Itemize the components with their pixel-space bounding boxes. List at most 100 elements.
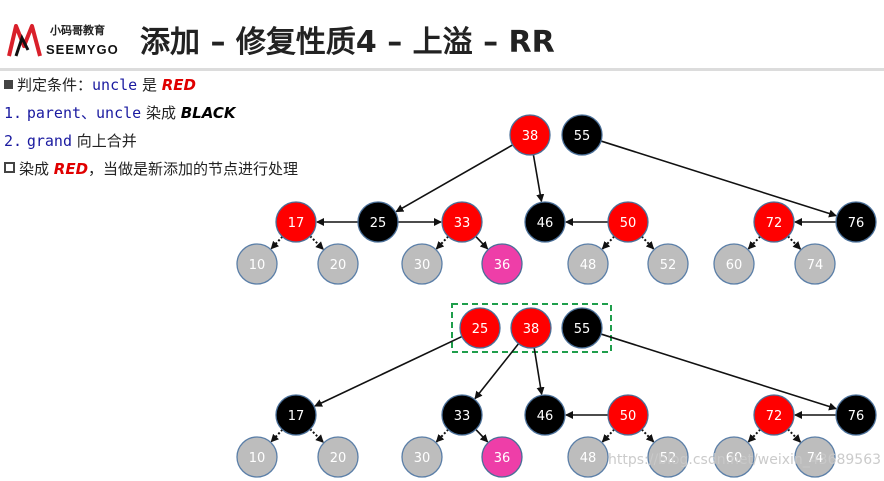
node-label: 25 [370, 216, 387, 231]
node-label: 36 [494, 258, 511, 273]
tree-node-38: 38 [510, 307, 552, 349]
node-circle [561, 114, 603, 156]
step-2: 2. grand 向上合并 [4, 130, 137, 151]
watermark-text: https://blog.csdn.net/weixin_43689563 [608, 452, 882, 468]
tree-edge [309, 235, 324, 250]
tree-edge [641, 235, 655, 250]
tree-node-36: 36 [481, 243, 523, 285]
node-circle [607, 201, 649, 243]
node-circle [510, 307, 552, 349]
tree-edge [787, 428, 802, 443]
tree-node-20: 20 [317, 436, 359, 478]
tree-node-46: 46 [524, 201, 566, 243]
tree-node-72: 72 [753, 394, 795, 436]
node-circle [401, 436, 443, 478]
node-label: 10 [249, 258, 266, 273]
node-circle [753, 201, 795, 243]
node-label: 76 [848, 409, 865, 424]
tree-node-30: 30 [401, 243, 443, 285]
node-circle [835, 201, 877, 243]
node-label: 17 [288, 409, 305, 424]
tree-edge [435, 235, 449, 250]
condition-prefix: 判定条件： [17, 76, 93, 94]
node-label: 55 [574, 129, 591, 144]
condition-emph: RED [161, 76, 196, 94]
condition-mid: 是 [137, 76, 162, 94]
tree-edge [270, 235, 284, 250]
logo-mark-icon [7, 24, 42, 57]
tree-node-10: 10 [236, 243, 278, 285]
node-label: 30 [414, 258, 431, 273]
bullet-recolor: 染成 RED，当做是新添加的节点进行处理 [4, 158, 298, 179]
node-circle [401, 243, 443, 285]
bullet-condition: 判定条件：uncle 是 RED [4, 74, 196, 95]
square-bullet-icon [4, 80, 13, 89]
node-circle [481, 243, 523, 285]
tree-node-52: 52 [647, 436, 689, 478]
node-label: 48 [580, 451, 597, 466]
tree-edge [532, 154, 545, 203]
tree-edge [474, 343, 520, 400]
node-label: 72 [766, 409, 783, 424]
node-circle [317, 243, 359, 285]
tree-edge [435, 428, 449, 443]
tree-edge [475, 235, 489, 250]
node-label: 60 [726, 451, 743, 466]
tree-node-50: 50 [607, 394, 649, 436]
tree-edge [787, 235, 802, 250]
tree-node-46: 46 [524, 394, 566, 436]
tree-node-50: 50 [607, 201, 649, 243]
tree-edge [533, 347, 545, 396]
node-circle [835, 394, 877, 436]
node-label: 52 [660, 451, 677, 466]
node-circle [481, 436, 523, 478]
seemygo-logo: 小码哥教育 SEEMYGO [6, 20, 124, 60]
node-label: 50 [620, 409, 637, 424]
node-label: 33 [454, 409, 471, 424]
node-label: 38 [523, 322, 540, 337]
tree-node-33: 33 [441, 394, 483, 436]
condition-code: uncle [92, 76, 138, 94]
tree-node-48: 48 [567, 436, 609, 478]
step-1-emph: BLACK [180, 104, 236, 122]
tree-edge [747, 235, 761, 250]
tree-node-74: 74 [794, 436, 836, 478]
hollow-square-bullet-icon [4, 162, 15, 173]
tree-node-36: 36 [481, 436, 523, 478]
node-circle [561, 307, 603, 349]
node-circle [713, 436, 755, 478]
node-label: 48 [580, 258, 597, 273]
node-circle [441, 201, 483, 243]
node-label: 46 [537, 216, 554, 231]
node-label: 76 [848, 216, 865, 231]
tree-edge [641, 428, 655, 443]
tree-edge [309, 428, 324, 443]
tree-edge [395, 144, 514, 213]
step-2-code: grand [26, 132, 72, 150]
tree-node-55: 55 [561, 114, 603, 156]
node-circle [441, 394, 483, 436]
node-circle [236, 436, 278, 478]
step-1-mid: 染成 [141, 104, 181, 122]
tree-edge [747, 428, 761, 443]
node-label: 38 [522, 129, 539, 144]
node-label: 74 [807, 258, 824, 273]
node-circle [567, 243, 609, 285]
node-circle [647, 436, 689, 478]
tree-node-33: 33 [441, 201, 483, 243]
node-circle [753, 394, 795, 436]
tree-node-60: 60 [713, 243, 755, 285]
node-label: 60 [726, 258, 743, 273]
recolor-emph: RED [53, 160, 89, 178]
tree-edge [600, 333, 837, 411]
node-circle [317, 436, 359, 478]
node-label: 36 [494, 451, 511, 466]
node-label: 74 [807, 451, 824, 466]
tree-edge [600, 140, 837, 218]
tree-node-10: 10 [236, 436, 278, 478]
node-label: 30 [414, 451, 431, 466]
recolor-rest: ，当做是新添加的节点进行处理 [88, 160, 299, 178]
tree-edge [475, 428, 489, 443]
step-1-number: 1. [4, 104, 23, 122]
